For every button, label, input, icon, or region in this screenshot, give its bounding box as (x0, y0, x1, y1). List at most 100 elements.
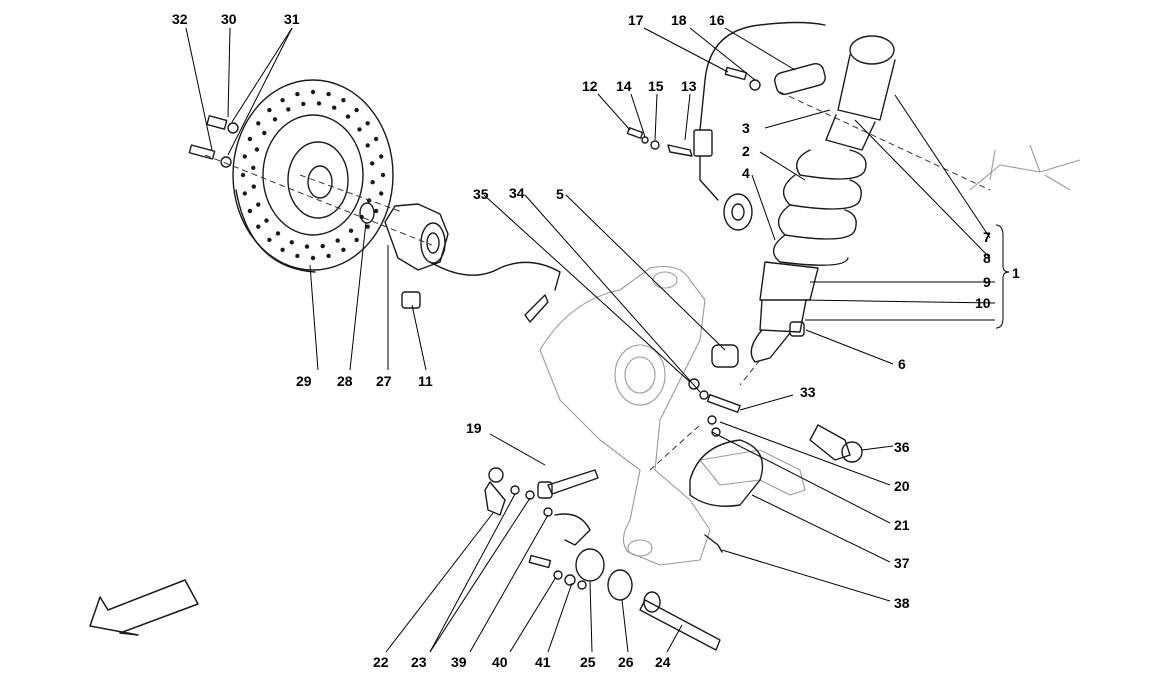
shock-absorber-assembly (750, 35, 896, 363)
callout-25: 25 (580, 654, 596, 670)
wheel-bolts (188, 115, 239, 168)
callout-4: 4 (742, 165, 750, 181)
disc-perforation (295, 253, 300, 259)
disc-perforation (256, 121, 261, 126)
callout-39: 39 (451, 654, 467, 670)
callout-35: 35 (473, 186, 489, 202)
disc-perforation (256, 202, 261, 207)
abs-sensor-cable (429, 261, 561, 323)
disc-perforation (251, 165, 256, 170)
lower-bushings (575, 548, 633, 601)
callout-29: 29 (296, 373, 312, 389)
ball-joint-parts (484, 467, 591, 590)
callout-3: 3 (742, 120, 750, 136)
disc-perforation (310, 89, 316, 95)
disc-perforation (242, 191, 247, 196)
disc-perforation (354, 107, 359, 113)
disc-perforation (295, 91, 300, 97)
disc-perforation (247, 136, 253, 142)
callout-34: 34 (509, 185, 525, 201)
disc-perforation (379, 191, 384, 196)
disc-perforation (354, 237, 359, 243)
bushing (401, 291, 421, 309)
top-mount (699, 21, 826, 131)
callout-13: 13 (681, 78, 697, 94)
disc-perforation (332, 105, 337, 110)
callout-10: 10 (975, 295, 991, 311)
callout-24: 24 (655, 654, 671, 670)
disc-perforation (310, 255, 316, 261)
disc-perforation (365, 224, 370, 229)
frame-reference (969, 144, 1081, 191)
callout-18: 18 (671, 12, 687, 28)
disc-perforation (289, 240, 294, 245)
disc-perforation (345, 114, 351, 119)
callout-30: 30 (221, 11, 237, 27)
disc-perforation (262, 130, 267, 136)
tie-rod (537, 469, 599, 499)
disc-perforation (301, 101, 306, 107)
callout-31: 31 (284, 11, 300, 27)
disc-perforation (304, 244, 310, 249)
callout-26: 26 (618, 654, 634, 670)
leader-lines (185, 27, 1010, 653)
callout-14: 14 (616, 78, 632, 94)
callout-1: 1 (1012, 265, 1020, 281)
disc-perforation (370, 180, 375, 185)
disc-perforation (341, 247, 346, 252)
callout-41: 41 (535, 654, 551, 670)
disc-perforation (335, 238, 340, 243)
callout-5: 5 (556, 186, 564, 202)
disc-perforation (357, 127, 362, 132)
screw (704, 534, 723, 553)
callout-36: 36 (894, 439, 910, 455)
disc-perforation (254, 147, 260, 152)
callout-22: 22 (373, 654, 389, 670)
callout-28: 28 (337, 373, 353, 389)
callout-20: 20 (894, 478, 910, 494)
assembly-lines (204, 91, 991, 471)
disc-perforation (316, 101, 322, 106)
brake-disc (232, 79, 394, 273)
disc-perforation (280, 98, 285, 103)
disc-perforation (380, 172, 386, 178)
callout-9: 9 (983, 274, 991, 290)
pin (809, 424, 863, 463)
disc-perforation (320, 243, 325, 249)
upper-bolts (688, 378, 741, 413)
wheel-upright (539, 265, 806, 566)
bracket-parts (626, 127, 719, 201)
link-rod (639, 591, 721, 651)
callout-32: 32 (172, 11, 188, 27)
disc-perforation (242, 154, 247, 159)
callout-2: 2 (742, 143, 750, 159)
disc-perforation (275, 231, 281, 236)
disc-perforation (256, 224, 261, 229)
callout-38: 38 (894, 595, 910, 611)
callout-23: 23 (411, 654, 427, 670)
callout-40: 40 (492, 654, 508, 670)
disc-perforation (341, 98, 346, 103)
disc-perforation (267, 237, 272, 243)
disc-perforation (379, 154, 384, 159)
callout-16: 16 (709, 12, 725, 28)
callout-12: 12 (582, 78, 598, 94)
disc-perforation (280, 247, 285, 252)
disc-perforation (247, 208, 253, 214)
disc-perforation (365, 143, 370, 148)
bushing-upper (711, 344, 739, 368)
disc-perforation (240, 172, 246, 178)
disc-perforation (348, 228, 354, 233)
disc-perforation (326, 91, 331, 97)
disc-perforation (326, 253, 331, 259)
front-direction-arrow-icon (89, 579, 199, 636)
disc-perforation (251, 184, 256, 189)
disc-perforation (267, 107, 272, 113)
callout-6: 6 (898, 356, 906, 372)
callout-11: 11 (418, 373, 433, 389)
disc-perforation (373, 136, 379, 142)
callout-21: 21 (894, 517, 910, 533)
callout-15: 15 (648, 78, 664, 94)
disc-perforation (264, 218, 269, 223)
callout-37: 37 (894, 555, 910, 571)
